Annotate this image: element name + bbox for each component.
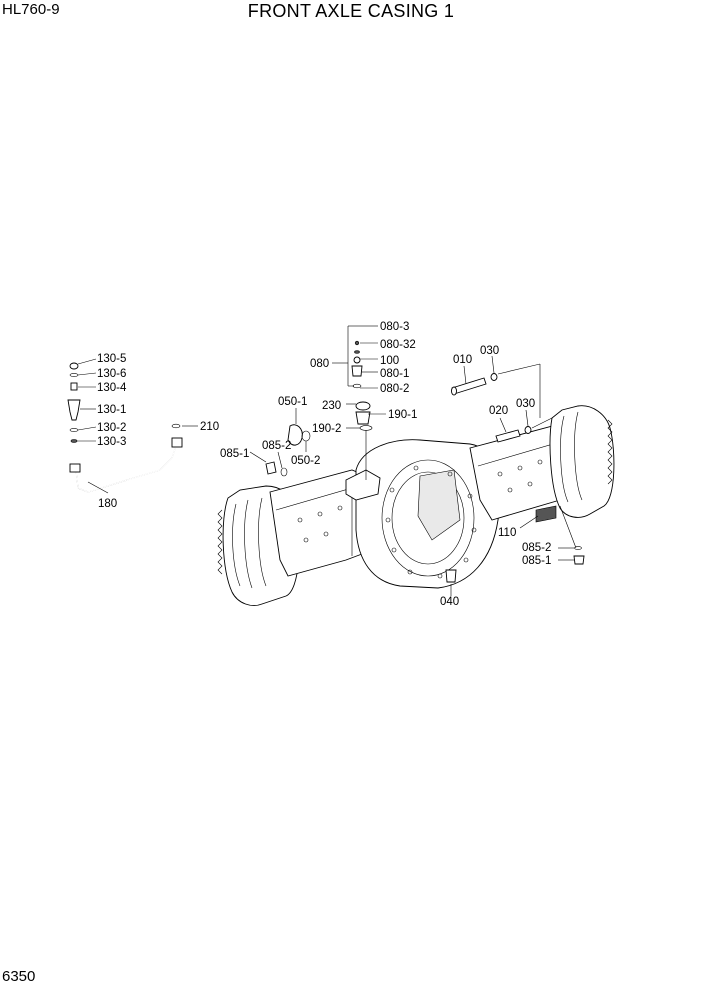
callout-100: 100 bbox=[380, 355, 399, 367]
callout-085-2-left: 085-2 bbox=[262, 440, 291, 452]
callout-labels: 080-3 080-32 080 100 080-1 080-2 010 030… bbox=[97, 321, 551, 608]
callout-050-1: 050-1 bbox=[278, 396, 307, 408]
page-title: FRONT AXLE CASING 1 bbox=[247, 1, 455, 21]
callout-080-2: 080-2 bbox=[380, 383, 409, 395]
callout-080-32: 080-32 bbox=[380, 339, 416, 351]
callout-110: 110 bbox=[498, 527, 516, 539]
page-number: 6350 bbox=[2, 968, 36, 985]
grease-pipe-180 bbox=[69, 423, 183, 493]
callout-050-2: 050-2 bbox=[291, 455, 320, 467]
plugs-and-seals bbox=[265, 401, 585, 583]
callout-085-2-right: 085-2 bbox=[522, 542, 551, 554]
model-code: HL760-9 bbox=[2, 1, 60, 18]
callout-130-3: 130-3 bbox=[97, 436, 126, 448]
grease-fitting-130-parts bbox=[67, 362, 81, 443]
callout-030-lower: 030 bbox=[516, 398, 535, 410]
callout-010: 010 bbox=[453, 354, 472, 366]
callout-130-4: 130-4 bbox=[97, 382, 127, 394]
callout-190-1: 190-1 bbox=[388, 409, 417, 421]
callout-130-5: 130-5 bbox=[97, 353, 126, 365]
callout-130-2: 130-2 bbox=[97, 422, 126, 434]
callout-040: 040 bbox=[440, 596, 459, 608]
callout-020: 020 bbox=[489, 405, 508, 417]
callout-080-1: 080-1 bbox=[380, 368, 409, 380]
breather-080-parts bbox=[351, 340, 363, 389]
leader-lines bbox=[77, 325, 577, 596]
callout-030-upper: 030 bbox=[480, 345, 499, 357]
callout-130-1: 130-1 bbox=[97, 404, 126, 416]
callout-190-2: 190-2 bbox=[312, 423, 341, 435]
callout-085-1-left: 085-1 bbox=[220, 448, 249, 460]
callout-130-6: 130-6 bbox=[97, 368, 126, 380]
callout-080: 080 bbox=[310, 358, 329, 370]
callout-210: 210 bbox=[200, 421, 219, 433]
callout-085-1-right: 085-1 bbox=[522, 555, 551, 567]
pin-010-020 bbox=[451, 373, 532, 443]
callout-180: 180 bbox=[98, 498, 117, 510]
callout-080-3: 080-3 bbox=[380, 321, 409, 333]
axle-housing bbox=[217, 405, 615, 606]
callout-230: 230 bbox=[322, 400, 341, 412]
